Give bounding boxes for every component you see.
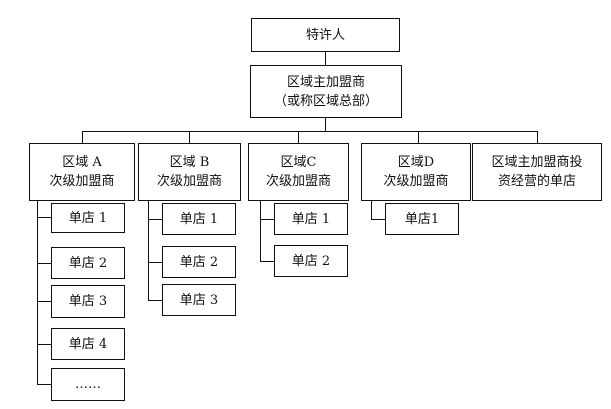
region-a-title: 区域 A [62,155,102,170]
store-label: 单店 1 [179,211,219,227]
franchisor-box: 特许人 [251,18,400,52]
region-a-store-2: 单店 2 [51,247,125,279]
connector-region-d-spine [371,200,372,219]
connector-master-bus [325,117,326,131]
master-owned-stores-box: 区域主加盟商投 资经营的单店 [472,143,602,201]
regional-master-franchisee-subtitle: （或称区域总部） [273,93,378,109]
connector-region-b-spine [148,200,149,301]
connector-bus-region-d [418,131,419,143]
store-label: 单店 1 [291,211,331,227]
region-a-store-4: 单店 4 [51,328,125,360]
region-c-store-1: 单店 1 [274,203,348,235]
connector-region-a-store-1 [37,217,51,218]
regional-master-franchisee-title: 区域主加盟商 [286,74,365,90]
connector-region-a-store-4 [37,344,51,345]
store-ellipsis: …… [75,377,101,392]
connector-bus-region-c [298,131,299,143]
connector-region-c-spine [260,200,261,261]
connector-region-b-store-2 [148,262,162,263]
region-d-store-1: 单店1 [385,203,459,235]
region-b-store-1: 单店 1 [162,203,236,235]
region-c-box: 区域C 次级加盟商 [248,143,349,201]
connector-region-d-store-1 [371,219,385,220]
region-a-store-3: 单店 3 [51,285,125,318]
region-a-store-more: …… [51,368,125,401]
store-label: 单店 2 [68,255,108,271]
region-b-store-2: 单店 2 [162,246,236,278]
region-b-store-3: 单店 3 [162,284,236,316]
regional-master-franchisee-box: 区域主加盟商 （或称区域总部） [250,65,402,118]
region-d-box: 区域D 次级加盟商 [361,143,471,201]
connector-region-a-store-5 [37,384,51,385]
store-label: 单店 1 [68,210,108,226]
region-b-box: 区域 B 次级加盟商 [138,143,241,201]
region-d-subtitle: 次级加盟商 [383,174,449,189]
store-label: 单店 2 [179,254,219,270]
master-owned-stores-subtitle: 资经营的单店 [497,174,576,189]
region-b-subtitle: 次级加盟商 [156,174,222,189]
connector-region-a-store-3 [37,301,51,302]
store-label: 单店 3 [179,292,219,308]
connector-bus-horizontal [82,131,537,132]
region-b-title: 区域 B [169,155,210,170]
region-c-subtitle: 次级加盟商 [265,174,331,189]
region-c-title: 区域C [280,155,317,170]
region-a-store-1: 单店 1 [51,203,125,233]
store-label: 单店 2 [291,253,331,269]
store-label: 单店1 [404,211,440,227]
connector-region-b-store-1 [148,219,162,220]
connector-bus-region-b [189,131,190,143]
region-a-subtitle: 次级加盟商 [49,174,115,189]
connector-root-master [325,51,326,65]
region-d-title: 区域D [397,155,435,170]
region-c-store-2: 单店 2 [274,245,348,277]
connector-bus-region-master-stores [537,131,538,143]
connector-region-c-store-2 [260,261,274,262]
franchisor-label: 特许人 [305,27,345,43]
store-label: 单店 3 [68,294,108,309]
connector-region-a-spine [37,200,38,384]
connector-region-a-store-2 [37,263,51,264]
connector-region-b-store-3 [148,300,162,301]
master-owned-stores-title: 区域主加盟商投 [491,155,583,170]
store-label: 单店 4 [68,336,108,352]
connector-bus-region-a [82,131,83,143]
connector-region-c-store-1 [260,219,274,220]
region-a-box: 区域 A 次级加盟商 [29,143,135,201]
